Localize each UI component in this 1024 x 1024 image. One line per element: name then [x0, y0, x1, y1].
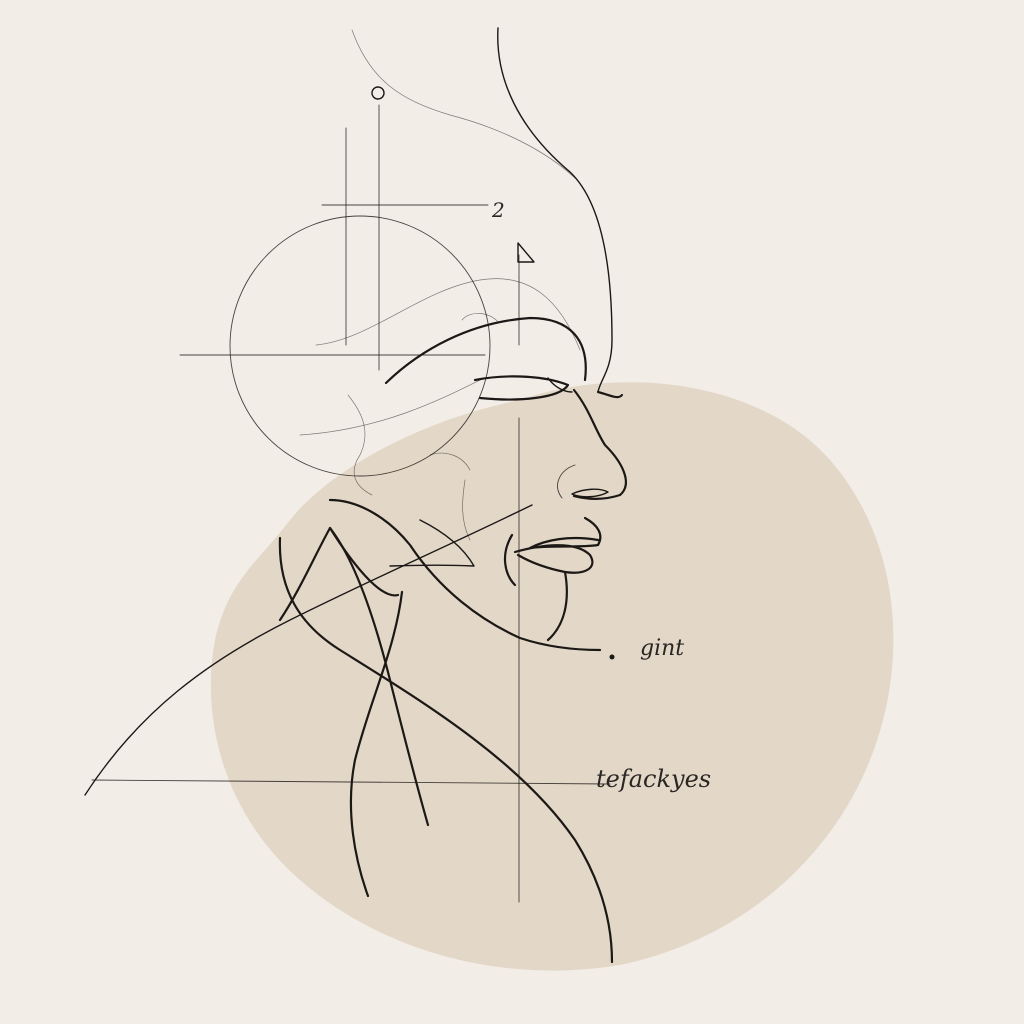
construction-guides	[91, 29, 611, 903]
neck-fold	[389, 519, 475, 567]
shoulder-line	[84, 504, 533, 796]
eye-lid	[547, 377, 573, 393]
dot-marker	[609, 654, 615, 660]
collar-line	[278, 536, 614, 964]
nose-profile	[572, 388, 627, 500]
chest-line	[278, 526, 430, 827]
nostril	[571, 488, 609, 498]
eye-outline	[473, 375, 570, 401]
flag-icon	[517, 242, 535, 263]
handwritten-note-lower: tefackyes	[596, 765, 711, 793]
handwritten-note-upper: gint	[640, 636, 684, 661]
beige-blob	[210, 382, 894, 971]
nose-wing	[557, 464, 576, 499]
jaw-line	[328, 498, 602, 652]
chin	[503, 533, 568, 642]
torso-curve	[328, 526, 404, 898]
circle-marker-icon	[371, 86, 385, 100]
hair-curve	[497, 27, 613, 393]
forehead-line	[384, 316, 587, 385]
number-label: 2	[491, 198, 505, 222]
lips	[513, 516, 602, 574]
construction-circle	[229, 215, 491, 477]
